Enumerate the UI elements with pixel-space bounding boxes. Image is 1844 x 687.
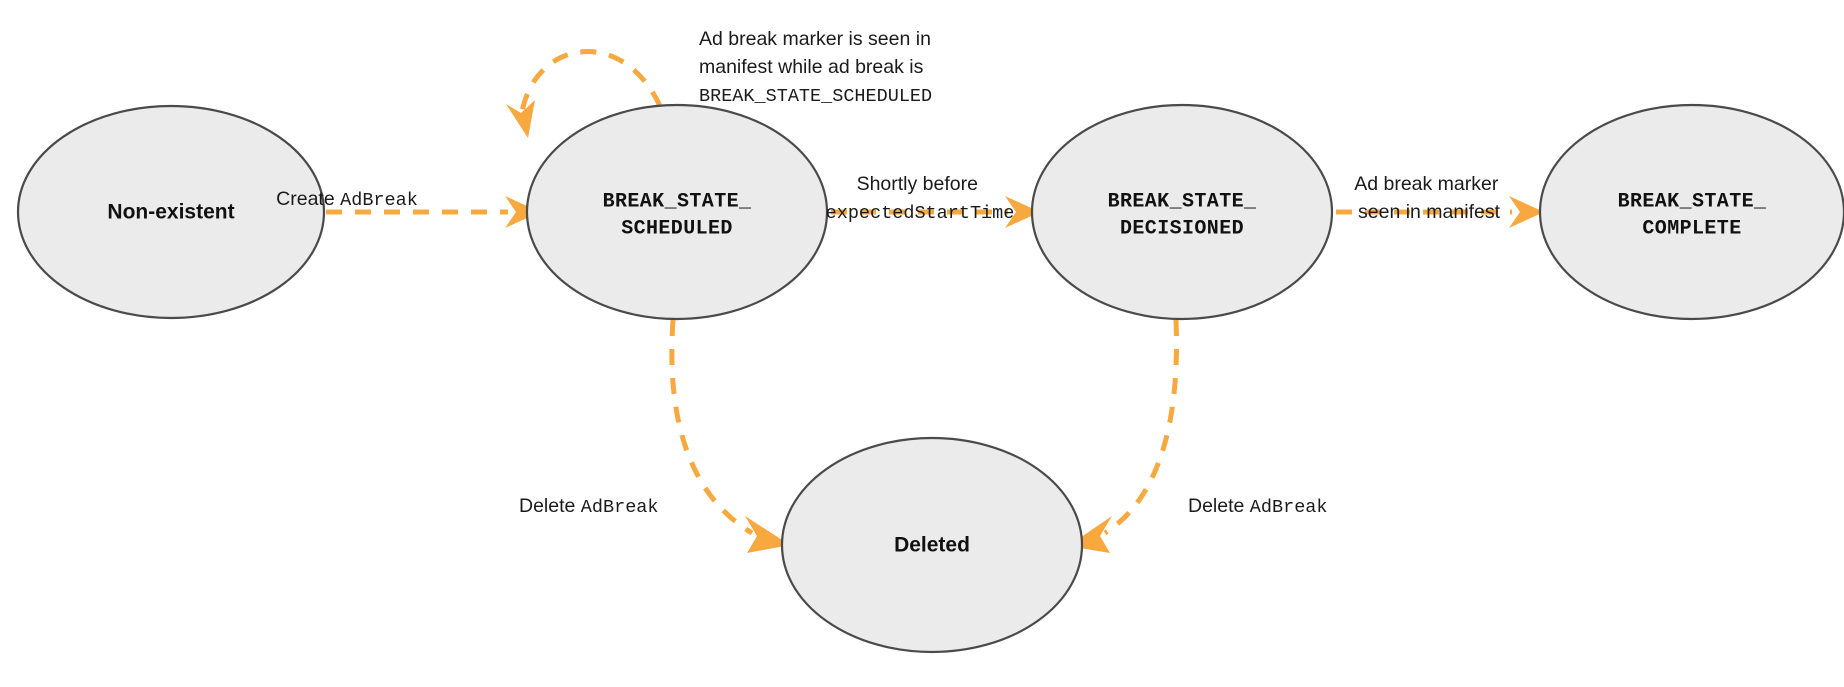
edge-label-part-code: AdBreak (340, 190, 418, 211)
edge-scheduled-self-loop[interactable] (506, 49, 663, 138)
edge-label-line2: seen in manifest (1358, 201, 1501, 223)
edges-layer (326, 49, 1544, 553)
edge-label-part-text: Delete (1188, 495, 1250, 517)
state-label-line1: BREAK_STATE_ (1108, 190, 1257, 213)
state-node-non-existent[interactable]: Non-existent (16, 104, 326, 320)
edge-label-shortly-before: Shortly before expectedStartTime (826, 173, 1015, 224)
arrowhead-icon (505, 196, 540, 228)
state-label-line1: BREAK_STATE_ (603, 190, 752, 213)
edge-line (1103, 319, 1179, 536)
arrowhead-icon (506, 100, 535, 138)
state-label: Non-existent (107, 201, 234, 224)
state-node-break-state-scheduled[interactable]: BREAK_STATE_ SCHEDULED (525, 103, 829, 321)
edge-label-line1: Shortly before (857, 173, 978, 195)
edge-label-line1: Ad break marker is seen in (699, 28, 931, 50)
edge-label-part-code: AdBreak (1250, 497, 1328, 518)
arrowhead-icon (1005, 196, 1040, 228)
edge-label-ad-break-marker-seen: Ad break marker seen in manifest (1354, 173, 1504, 223)
edge-ad-break-marker-seen[interactable] (1336, 196, 1544, 228)
edge-label-delete-from-scheduled: Delete AdBreak (519, 495, 659, 518)
state-label-line2: DECISIONED (1120, 217, 1244, 240)
edge-label-scheduled-self-loop: Ad break marker is seen in manifest whil… (699, 28, 936, 107)
state-label-line1: BREAK_STATE_ (1618, 190, 1767, 213)
state-shape (525, 103, 829, 321)
state-label-line2: SCHEDULED (621, 217, 733, 240)
state-shape (1538, 103, 1844, 321)
edge-shortly-before[interactable] (831, 196, 1040, 228)
edge-line (518, 49, 663, 119)
edge-delete-from-scheduled[interactable] (669, 319, 790, 553)
state-node-break-state-decisioned[interactable]: BREAK_STATE_ DECISIONED (1030, 103, 1334, 321)
edge-label-line2: manifest while ad break is (699, 56, 924, 78)
state-shape (780, 436, 1084, 654)
edge-label-delete-from-decisioned: Delete AdBreak (1188, 495, 1328, 518)
arrowhead-icon (1509, 196, 1544, 228)
state-shape (1030, 103, 1334, 321)
nodes-layer: Non-existent BREAK_STATE_ SCHEDULED BREA… (16, 103, 1844, 654)
edge-label-part-code: AdBreak (581, 497, 659, 518)
edge-label-line1: Ad break marker (1354, 173, 1499, 195)
state-shape (16, 104, 326, 320)
state-label-line2: COMPLETE (1642, 217, 1741, 240)
state-label: Deleted (894, 534, 970, 557)
arrowhead-icon (745, 516, 790, 553)
edge-delete-from-decisioned[interactable] (1068, 319, 1179, 553)
state-node-deleted[interactable]: Deleted (780, 436, 1084, 654)
state-node-break-state-complete[interactable]: BREAK_STATE_ COMPLETE (1538, 103, 1844, 321)
edge-line (669, 319, 754, 536)
edge-label-line3: BREAK_STATE_SCHEDULED (699, 86, 932, 107)
edge-label-part-text: Delete (519, 495, 581, 517)
edge-label-line2: expectedStartTime (826, 203, 1015, 224)
edge-label-part-text: Create (276, 188, 340, 210)
edge-create-adbreak[interactable] (326, 196, 540, 228)
edge-labels-layer: Create AdBreak Ad break marker is seen i… (276, 28, 1504, 518)
edge-label-create-adbreak: Create AdBreak (276, 188, 418, 211)
